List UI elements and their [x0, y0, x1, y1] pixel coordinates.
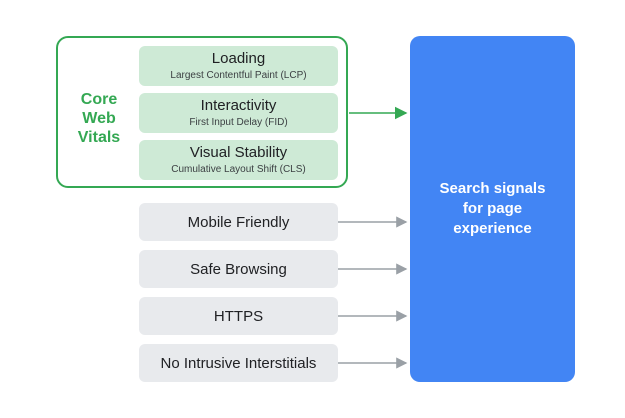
cwv-label-line-2: Web: [82, 110, 116, 127]
metric-loading: Loading Largest Contentful Paint (LCP): [139, 46, 338, 86]
metric-interactivity: Interactivity First Input Delay (FID): [139, 93, 338, 133]
factor-safe-browsing: Safe Browsing: [139, 250, 338, 288]
metric-visual-stability: Visual Stability Cumulative Layout Shift…: [139, 140, 338, 180]
signal-line-3: experience: [453, 220, 532, 237]
cwv-label-line-3: Vitals: [77, 129, 121, 146]
factor-mobile-friendly: Mobile Friendly: [139, 203, 338, 241]
metric-title: Loading: [211, 50, 266, 67]
signal-line-1: Search signals: [439, 180, 546, 197]
factor-https: HTTPS: [139, 297, 338, 335]
metric-subtitle: First Input Delay (FID): [189, 117, 288, 128]
core-web-vitals-label: Core Web Vitals: [60, 90, 138, 147]
core-web-vitals-group: [56, 36, 348, 188]
factor-no-intrusive-interstitials: No Intrusive Interstitials: [139, 344, 338, 382]
metric-title: Interactivity: [200, 97, 277, 114]
metric-subtitle: Cumulative Layout Shift (CLS): [171, 164, 306, 175]
metric-title: Visual Stability: [189, 144, 288, 161]
search-signals-box: Search signals for page experience: [410, 36, 575, 382]
metric-subtitle: Largest Contentful Paint (LCP): [170, 70, 307, 81]
signal-line-2: for page: [462, 200, 523, 217]
cwv-label-line-1: Core: [80, 91, 118, 108]
